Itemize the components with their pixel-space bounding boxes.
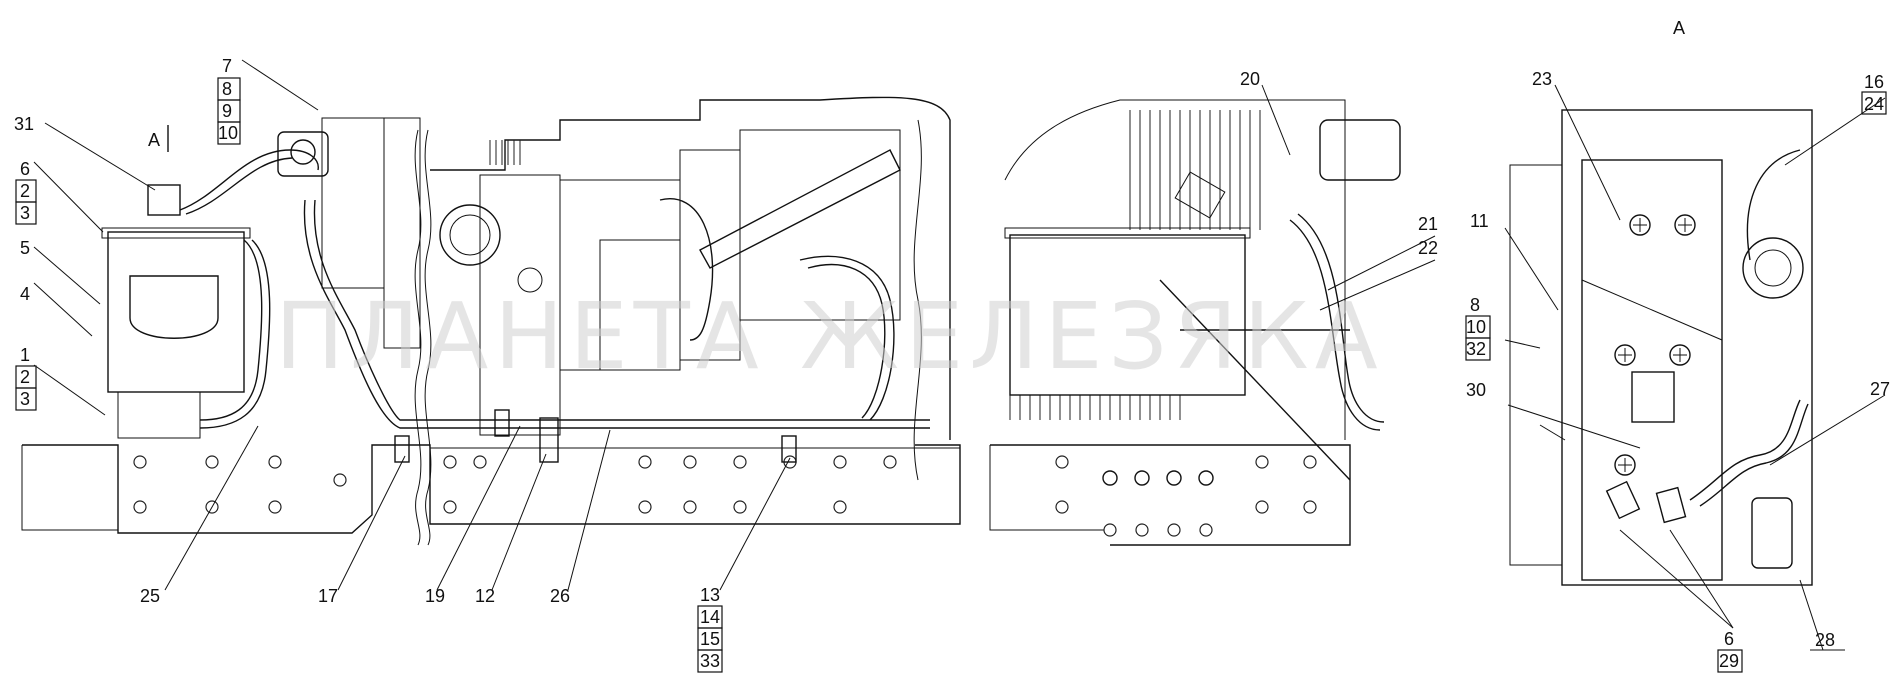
connector-28 [1751,497,1793,569]
engine [430,96,951,440]
callout-31: 31 [14,114,34,134]
view-a-marker: А [148,130,160,150]
callout-11: 11 [1470,211,1489,231]
callout-29: 29 [1719,651,1739,671]
callout-14: 14 [700,607,720,627]
callout-30: 30 [1466,380,1486,400]
battery-middle [1009,234,1246,396]
battery-plate [1581,159,1723,581]
middle-frame-holes [1055,455,1317,537]
callout-3b: 3 [20,389,30,409]
callout-6: 6 [20,159,30,179]
callout-20: 20 [1240,69,1260,89]
callout-23: 23 [1532,69,1552,89]
view-a-detail [1509,109,1813,586]
battery-cable [179,149,319,211]
callout-1: 1 [20,345,30,365]
callout-group-1-2-3: 1 2 3 [15,345,37,411]
callout-3: 3 [20,203,30,223]
radiator-fins [1009,110,1261,420]
battery-cable-down [199,239,263,421]
main-harness [303,199,930,429]
callout-27: 27 [1870,379,1890,399]
frame-rail [22,444,961,534]
callout-labels: 31 7 8 9 10 6 2 3 5 4 1 2 3 25 17 19 [14,18,1890,673]
callout-16: 16 [1864,72,1884,92]
callout-7: 7 [222,56,232,76]
terminal-block [1631,371,1675,423]
callout-8b: 8 [1470,295,1480,315]
relay-unit [277,117,421,349]
callout-32: 32 [1466,339,1486,359]
callout-9: 9 [222,101,232,121]
callout-19: 19 [425,586,445,606]
callout-26: 26 [550,586,570,606]
callout-2b: 2 [20,367,30,387]
battery [101,184,251,439]
callout-15: 15 [700,629,720,649]
callout-25: 25 [140,586,160,606]
callout-33: 33 [700,651,720,671]
frame-holes [133,455,897,514]
engine-hatching [489,140,521,165]
battery-switch [147,184,181,216]
callout-10: 10 [218,123,238,143]
plate-bolts [1614,214,1696,476]
rocker-arm [699,149,901,269]
callout-group-6-2-3: 6 2 3 [15,159,37,225]
watermark: ПЛАНЕТА ЖЕЛЕЗЯКА [275,283,1384,390]
callout-5: 5 [20,238,30,258]
gear-housing [1742,237,1804,299]
harness-clamps [394,409,797,463]
callout-12: 12 [475,586,495,606]
callout-group-13-33: 13 14 15 33 [697,585,723,673]
callout-group-7-10: 7 8 9 10 [217,56,241,145]
callout-21: 21 [1418,214,1438,234]
callout-group-6-29: 6 29 [1717,629,1743,673]
break-line [913,119,922,481]
view-a-title: А [1673,18,1685,38]
callout-24: 24 [1864,94,1884,114]
callout-4: 4 [20,284,30,304]
callout-2: 2 [20,181,30,201]
callout-group-16-24: 16 24 [1861,72,1887,115]
switch-unit-middle [1319,119,1401,181]
callout-17: 17 [318,586,338,606]
middle-assembly-view [989,99,1401,546]
callout-group-8-10-32: 8 10 32 [1465,295,1491,361]
cable-middle [1289,219,1381,431]
callout-28: 28 [1815,630,1835,650]
callout-8: 8 [222,79,232,99]
callout-13: 13 [700,585,720,605]
left-assembly-view: А [21,96,961,546]
callout-10b: 10 [1466,317,1486,337]
callout-22: 22 [1418,238,1438,258]
callout-6b: 6 [1724,629,1734,649]
view-a-cable [1689,399,1801,501]
leader-lines [33,59,1886,651]
